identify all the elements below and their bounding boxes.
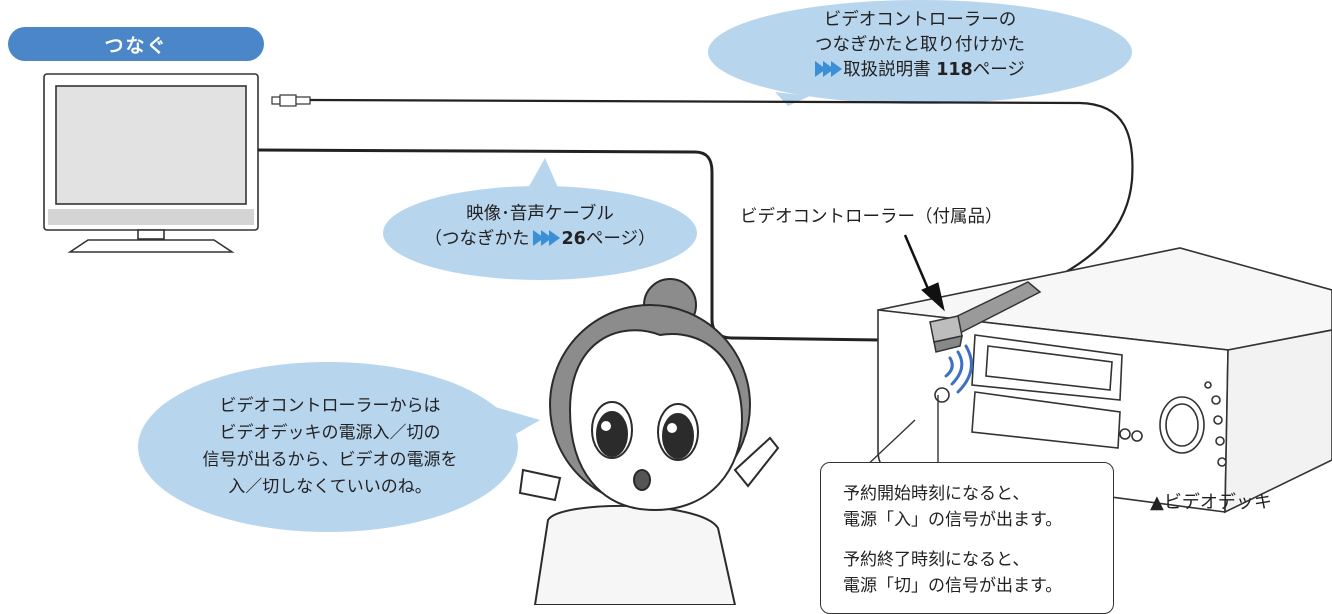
note-line3: 予約終了時刻になると、 — [843, 550, 1030, 570]
controller-cable — [271, 94, 1134, 292]
vcr-device-icon — [877, 247, 1332, 514]
cable-ref-open: （つなぎかた — [424, 229, 530, 249]
note-line1: 予約開始時刻になると、 — [843, 484, 1030, 504]
pointer-arrow — [903, 234, 945, 312]
speech-line3: 信号が出るから、ビデオの電源を — [202, 450, 458, 470]
manual-callout: ビデオコントローラーの つなぎかたと取り付けかた 取扱説明書 118ページ — [750, 8, 1090, 83]
reference-arrows-icon — [533, 227, 561, 252]
section-title: つなぐ — [8, 27, 264, 61]
timer-note-box: 予約開始時刻になると、 電源「入」の信号が出ます。 予約終了時刻になると、 電源… — [820, 462, 1114, 614]
manual-callout-ref[interactable]: 取扱説明書 118ページ — [750, 58, 1090, 83]
manual-ref-suffix: ページ — [972, 60, 1025, 80]
tv-icon — [43, 73, 259, 253]
speech-text: ビデオコントローラーからは ビデオデッキの電源入／切の 信号が出るから、ビデオの… — [150, 393, 510, 501]
video-controller-icon — [929, 281, 1042, 353]
controller-label: ビデオコントローラー（付属品） — [740, 207, 1003, 227]
signal-waves-icon — [944, 344, 973, 394]
cable-callout: 映像･音声ケーブル （つなぎかた 26ページ） — [390, 202, 690, 252]
note-line2: 電源「入」の信号が出ます。 — [843, 510, 1063, 530]
manual-callout-line2: つなぎかたと取り付けかた — [815, 35, 1025, 55]
reference-arrows-icon — [815, 58, 843, 83]
cable-ref-suffix: ページ） — [585, 229, 656, 249]
speech-line2: ビデオデッキの電源入／切の — [219, 423, 441, 443]
cable-callout-line1: 映像･音声ケーブル — [466, 204, 614, 224]
girl-character-icon — [518, 278, 780, 605]
speech-line4: 入／切しなくていいのね。 — [228, 477, 432, 497]
manual-ref-page: 118 — [936, 60, 973, 80]
speech-line1: ビデオコントローラーからは — [219, 396, 441, 416]
manual-callout-line1: ビデオコントローラーの — [823, 10, 1017, 30]
speech-bubble — [138, 362, 540, 532]
cable-ref-page: 26 — [561, 229, 586, 249]
cable-callout-ref[interactable]: （つなぎかた 26ページ） — [390, 227, 690, 252]
manual-ref-prefix: 取扱説明書 — [843, 60, 931, 80]
note-line4: 電源「切」の信号が出ます。 — [843, 576, 1063, 596]
manual-callout-bubble — [708, 0, 1132, 106]
vcr-label: ▲ビデオデッキ — [1150, 492, 1272, 513]
